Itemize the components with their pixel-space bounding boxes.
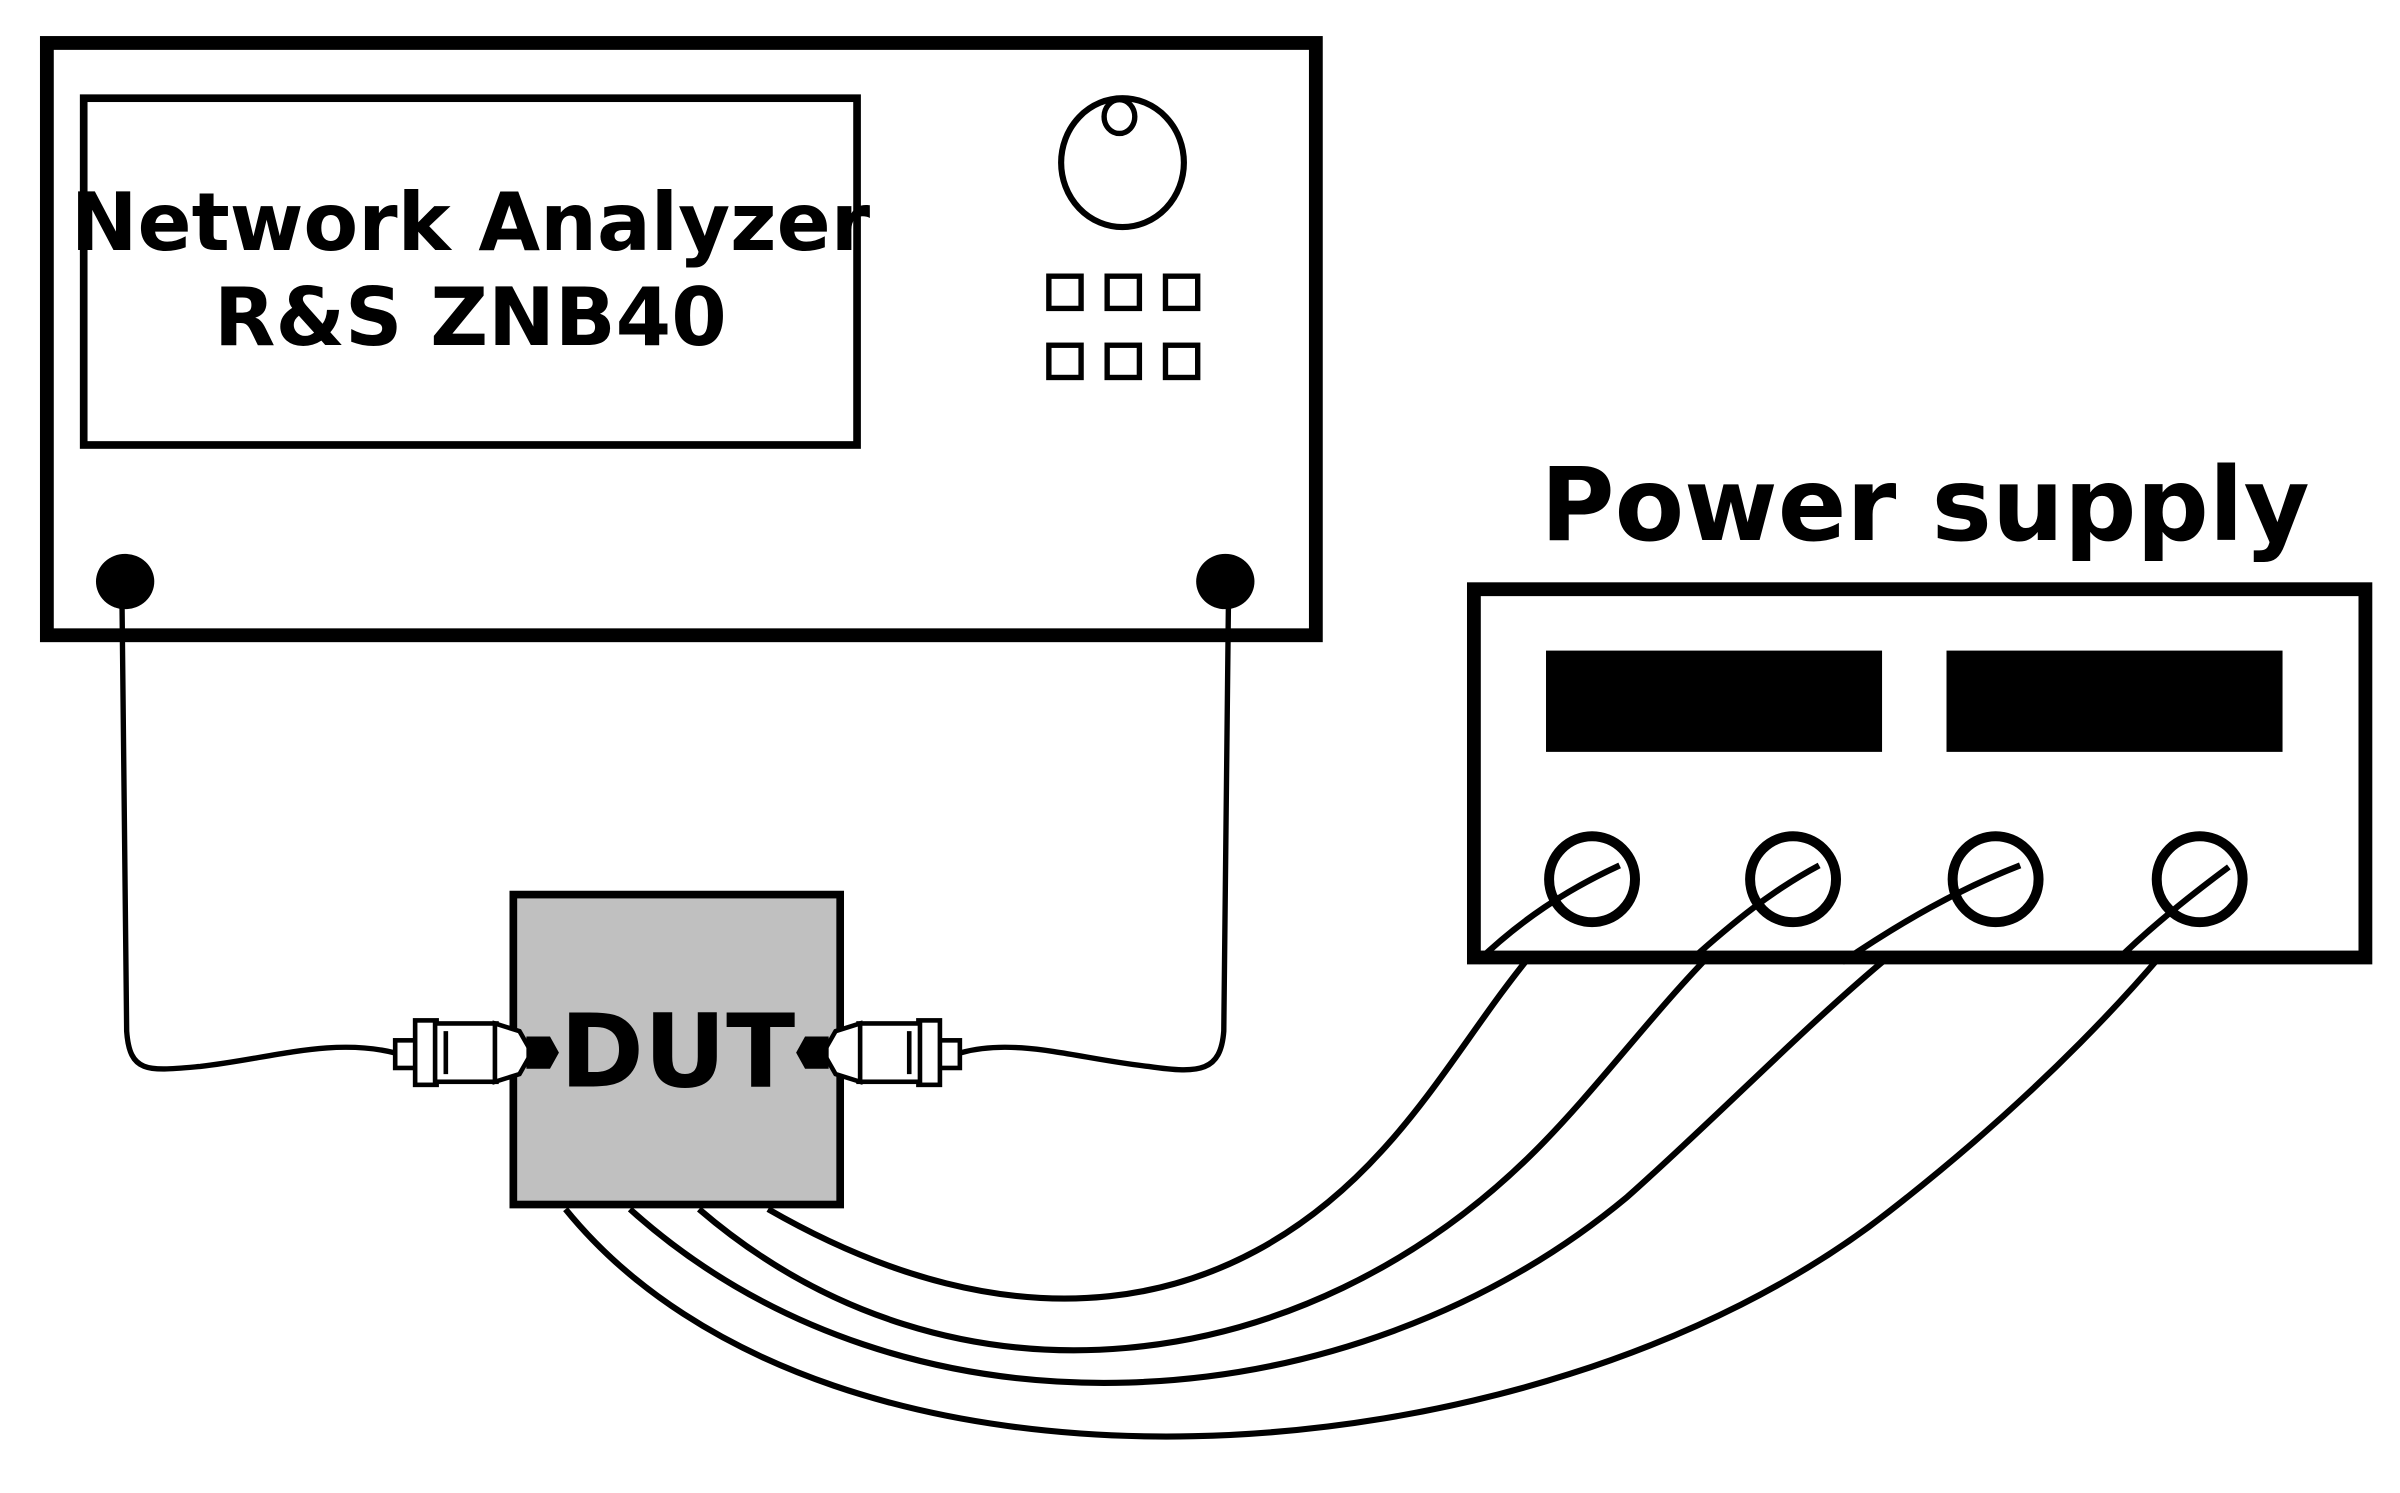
keypad-button (1046, 273, 1084, 312)
keypad-button (1104, 273, 1143, 312)
analyzer-knob-indicator (1101, 97, 1138, 137)
keypad-button (1162, 342, 1201, 381)
connector-right-tip (796, 1036, 829, 1069)
rf-cable-right (960, 607, 1232, 1073)
analyzer-title-line1: Network Analyzer (71, 176, 871, 269)
dut-label: DUT (560, 992, 795, 1110)
analyzer-title-line2: R&S ZNB40 (214, 271, 727, 364)
dc-wire-4-end (2113, 864, 2231, 965)
dut-body (509, 890, 845, 1209)
dut: DUT (509, 890, 845, 1209)
terminal (2151, 831, 2248, 928)
connector-left (392, 1018, 559, 1088)
dc-wires (563, 865, 2229, 1440)
analyzer-screen (79, 94, 861, 449)
power-supply-display-2 (1946, 650, 2283, 752)
connector-left-hex (492, 1020, 535, 1085)
power-supply-display-1 (1546, 650, 1883, 752)
dc-wire-2 (697, 865, 1817, 1354)
keypad-button (1046, 342, 1084, 381)
dc-wire-2-end (1686, 862, 1821, 965)
dc-wire-1 (766, 869, 1617, 1302)
dc-wire-ends (1474, 862, 2231, 965)
rf-cable-left (119, 607, 395, 1072)
analyzer-keypad (1046, 273, 1201, 381)
connector-right-hex (820, 1020, 863, 1085)
dc-wire-3 (627, 865, 2017, 1386)
keypad-button (1162, 273, 1201, 312)
dc-wire-3-end (1840, 862, 2022, 965)
connector-left-tip (526, 1036, 559, 1069)
keypad-button (1104, 342, 1143, 381)
power-supply: Power supply (1466, 446, 2373, 965)
rf-cables (119, 607, 1232, 1073)
power-supply-title: Power supply (1540, 446, 2309, 564)
connector-right (796, 1018, 963, 1088)
dc-wire-1-end (1474, 862, 1621, 965)
analyzer-port-1 (95, 553, 155, 610)
terminal (1947, 831, 2044, 928)
network-analyzer: Network Analyzer R&S ZNB40 (39, 36, 1323, 643)
dc-wire-4 (563, 869, 2229, 1440)
analyzer-port-2 (1196, 553, 1255, 610)
